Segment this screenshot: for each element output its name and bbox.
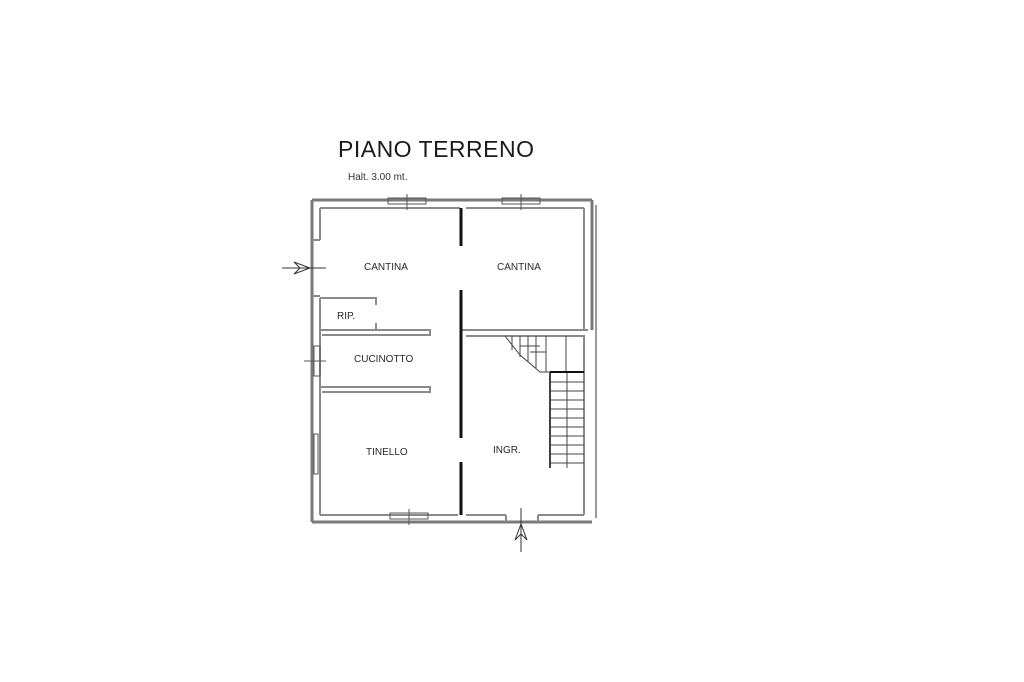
- room-label-ingresso: INGR.: [493, 445, 521, 456]
- plan-title: PIANO TERRENO: [338, 136, 535, 162]
- height-note: Halt. 3.00 mt.: [348, 172, 408, 183]
- room-label-tinello: TINELLO: [366, 447, 408, 458]
- room-label-cantina-right: CANTINA: [497, 262, 541, 273]
- room-label-cantina-left: CANTINA: [364, 262, 408, 273]
- room-label-ripostiglio: RIP.: [337, 311, 356, 322]
- room-label-cucinotto: CUCINOTTO: [354, 354, 414, 365]
